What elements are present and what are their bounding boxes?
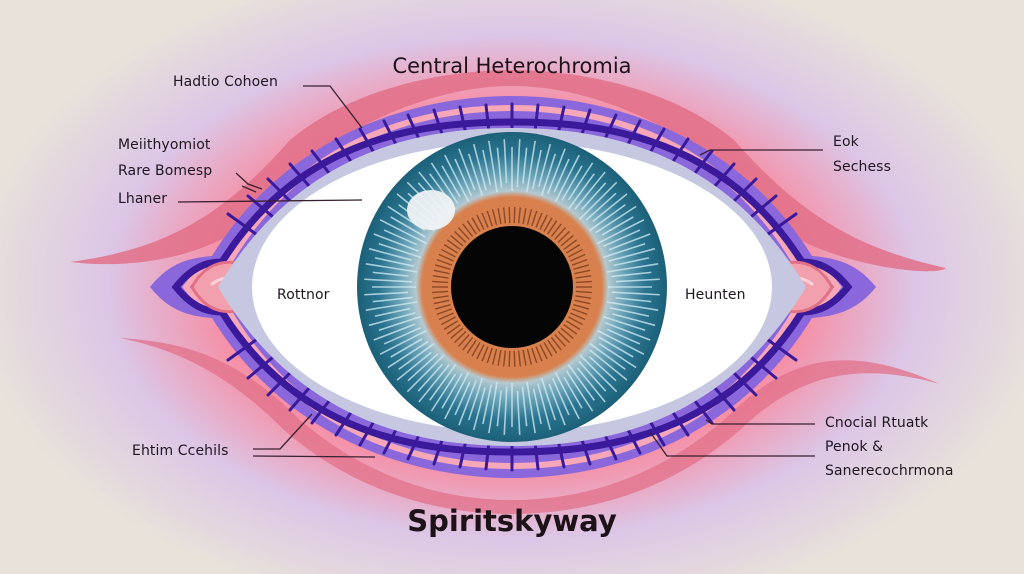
brand-watermark: Spiritskyway — [407, 504, 617, 538]
label-sanerecochrmona: Sanerecochrmona — [825, 463, 954, 479]
label-cnocial-rtuatk: Cnocial Rtuatk — [825, 415, 929, 431]
label-heunten: Heunten — [685, 287, 746, 303]
label-rare-bomesp: Rare Bomesp — [118, 163, 213, 179]
leader-lines — [177, 85, 823, 458]
eye-highlight — [407, 190, 455, 230]
upper-brow-curve — [70, 70, 946, 272]
diagram-title: Central Heterochromia — [392, 54, 632, 78]
lower-brow-curve — [120, 338, 940, 514]
label-sechess: Sechess — [833, 159, 891, 175]
eyelid-margin — [171, 118, 853, 456]
label-rottnor: Rottnor — [277, 287, 330, 303]
label-lhaner: Lhaner — [118, 191, 168, 207]
iris-inner-fibers — [432, 207, 592, 367]
pupil — [451, 226, 573, 348]
label-meiithyomiot: Meiithyomiot — [118, 137, 211, 153]
label-ehtim-ccehils: Ehtim Ccehils — [132, 443, 229, 459]
label-penok: Penok & — [825, 439, 884, 455]
label-hadtio-cohoen: Hadtio Cohoen — [173, 74, 278, 90]
label-eok: Eok — [833, 134, 859, 150]
